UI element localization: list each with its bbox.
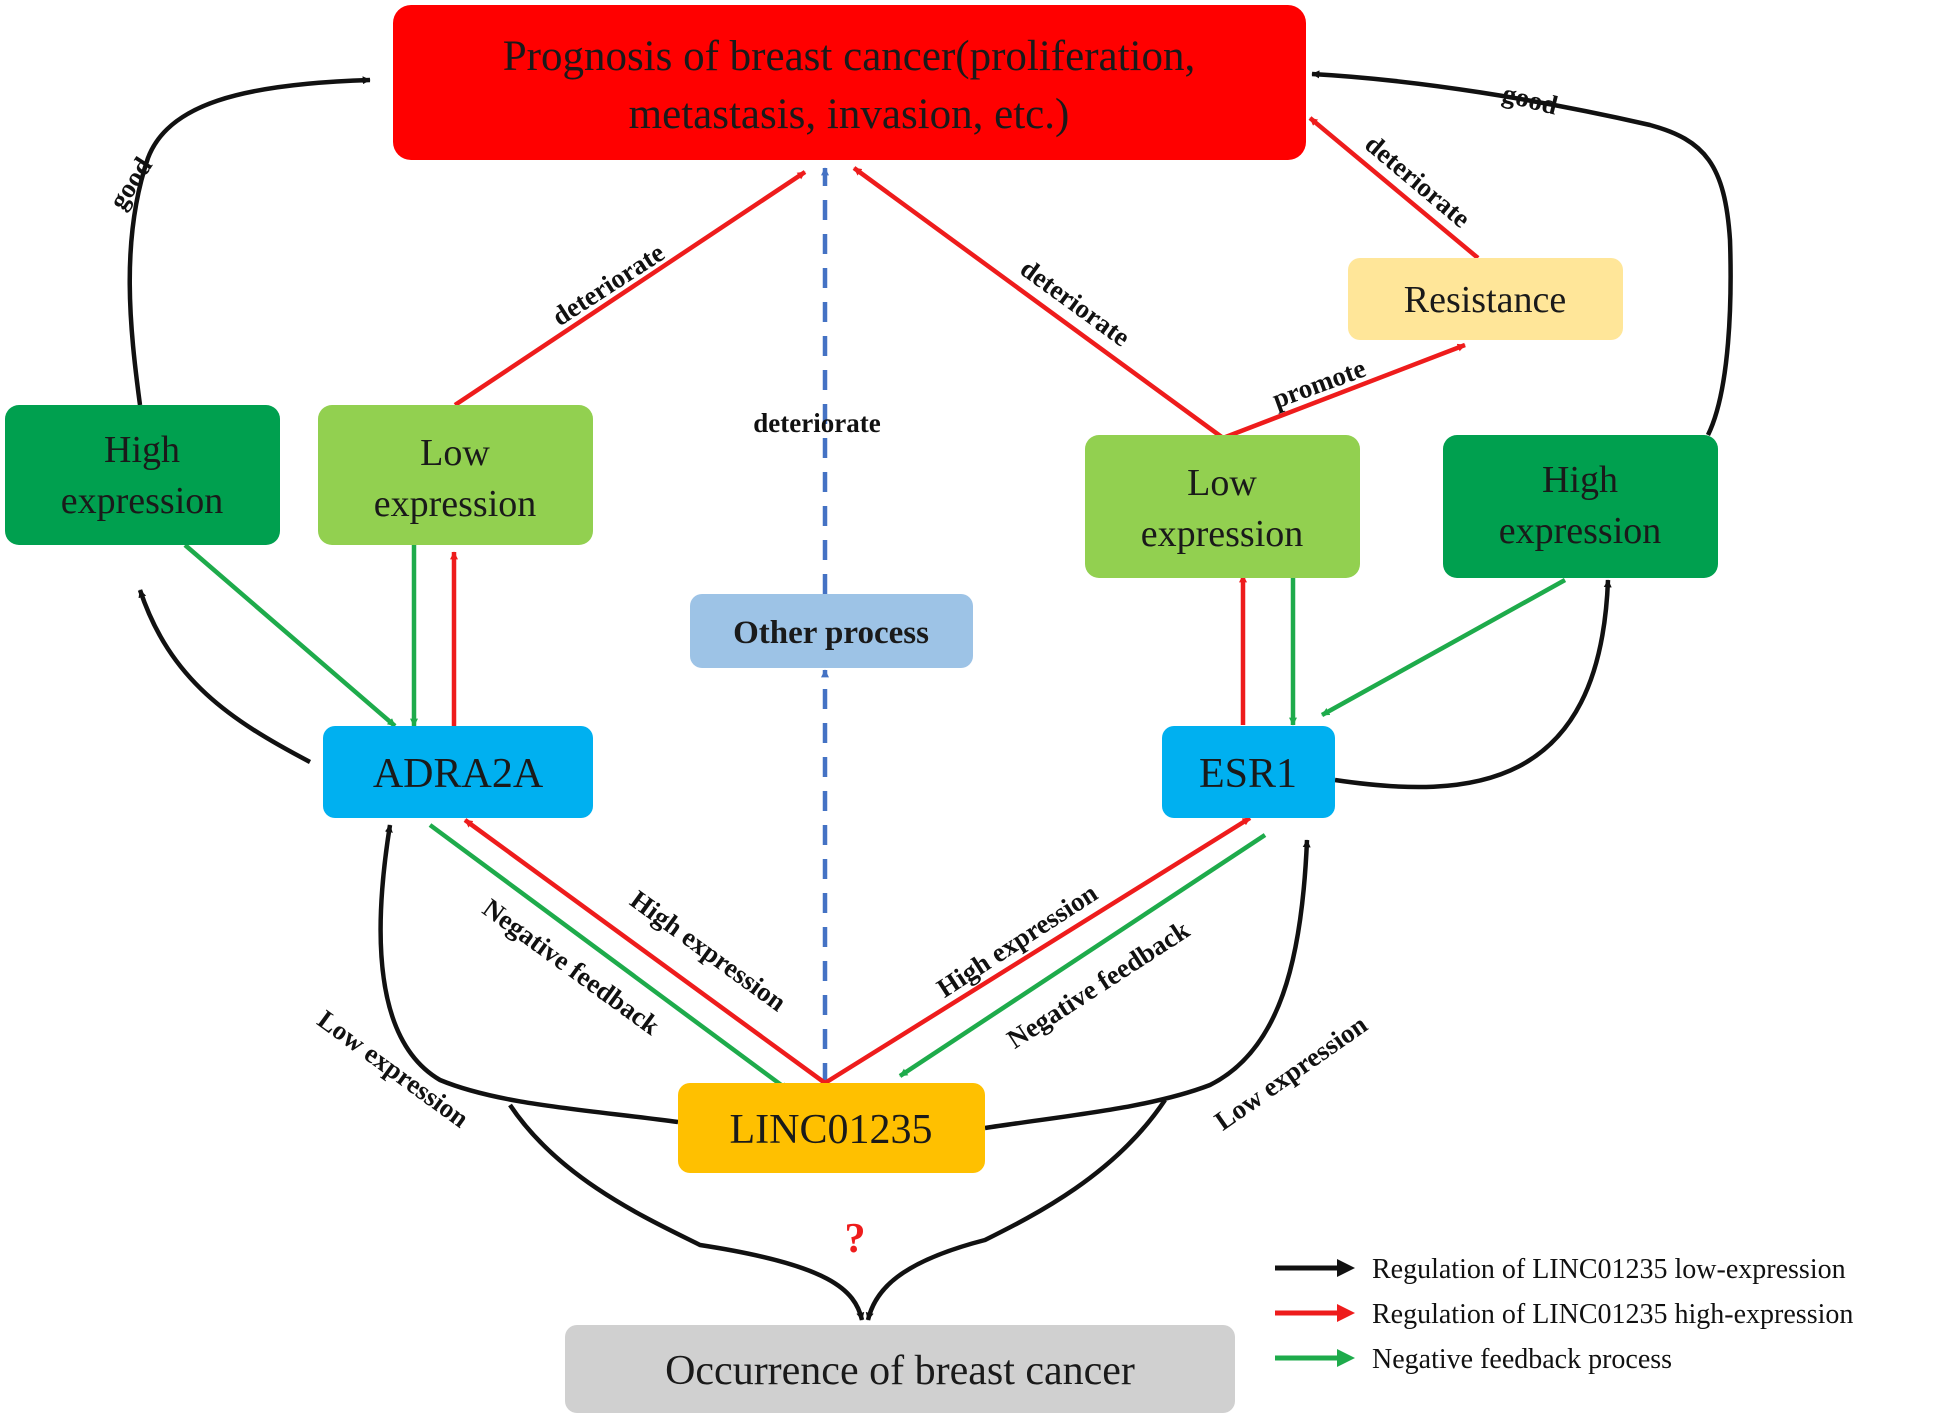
linc01235-node: LINC01235	[678, 1083, 985, 1173]
low-expression-left-line1: Low	[420, 432, 490, 474]
edge-good-right	[1311, 70, 1733, 436]
edge-left-to-occurrence	[508, 1103, 865, 1321]
low-expression-right-line1: Low	[1187, 462, 1257, 504]
question-mark: ?	[845, 1216, 866, 1262]
low-expression-left-node: Low expression	[318, 405, 593, 545]
resistance-label: Resistance	[1404, 279, 1567, 321]
resistance-node: Resistance	[1348, 258, 1623, 340]
adra2a-label: ADRA2A	[373, 751, 544, 797]
label-good-left: good	[103, 152, 158, 215]
prognosis-line2: metastasis, invasion, etc.)	[629, 91, 1070, 138]
edge-right-to-occurrence	[865, 1098, 1167, 1321]
legend-arrowhead	[1337, 1259, 1355, 1277]
edge-deteriorate-left	[453, 170, 807, 407]
label-deteriorate-right: deteriorate	[1015, 253, 1136, 352]
edge-promote	[1222, 342, 1466, 441]
edge-esr1-to-high-expression	[1334, 579, 1612, 790]
edge-linc-to-adra2a-low-expression	[378, 824, 679, 1125]
legend-label: Regulation of LINC01235 high-expression	[1372, 1299, 1853, 1330]
edge-deteriorate-right	[852, 166, 1225, 440]
label-deteriorate-resistance: deteriorate	[1359, 129, 1476, 234]
label-promote: promote	[1268, 353, 1369, 414]
high-expression-right-line2: expression	[1499, 510, 1662, 552]
edge-high-expression-to-adra2a	[183, 543, 397, 728]
occurrence-label: Occurrence of breast cancer	[665, 1348, 1135, 1394]
high-expression-right-node: High expression	[1443, 435, 1718, 578]
nodes: Prognosis of breast cancer(proliferation…	[5, 5, 1718, 1413]
edge-linc-to-esr1-high-expression	[823, 816, 1252, 1085]
legend: Regulation of LINC01235 low-expressionRe…	[1275, 1254, 1853, 1375]
high-expression-left-line1: High	[104, 429, 180, 471]
occurrence-node: Occurrence of breast cancer	[565, 1325, 1235, 1413]
edge-esr1-to-linc-negative-feedback	[898, 833, 1267, 1078]
linc01235-label: LINC01235	[730, 1107, 933, 1153]
label-low-expression-right: Low expression	[1209, 1009, 1373, 1136]
other-process-label: Other process	[733, 615, 929, 651]
label-deteriorate-left: deteriorate	[546, 237, 669, 332]
legend-arrowhead	[1337, 1304, 1355, 1322]
edge-adra2a-to-linc-negative-feedback	[428, 823, 790, 1092]
edge-high-expression-to-esr1	[1320, 578, 1567, 717]
low-expression-right-node: Low expression	[1085, 435, 1360, 578]
low-expression-right-line2: expression	[1141, 513, 1304, 555]
label-good-right: good	[1500, 78, 1561, 121]
edges	[127, 70, 1733, 1321]
edge-deteriorate-resistance	[1308, 116, 1480, 260]
legend-item: Regulation of LINC01235 high-expression	[1275, 1299, 1853, 1330]
adra2a-node: ADRA2A	[323, 726, 593, 818]
legend-arrowhead	[1337, 1349, 1355, 1367]
other-process-node: Other process	[690, 594, 973, 668]
edge-linc-to-esr1-low-expression	[984, 839, 1311, 1131]
edge-linc-to-adra2a-high-expression	[463, 818, 827, 1085]
legend-label: Negative feedback process	[1372, 1344, 1672, 1375]
prognosis-node: Prognosis of breast cancer(proliferation…	[393, 5, 1306, 160]
prognosis-line1: Prognosis of breast cancer(proliferation…	[503, 33, 1196, 80]
legend-item: Regulation of LINC01235 low-expression	[1275, 1254, 1846, 1285]
high-expression-left-line2: expression	[61, 480, 224, 522]
low-expression-left-line2: expression	[374, 483, 537, 525]
esr1-label: ESR1	[1199, 751, 1297, 797]
edge-good-left	[127, 76, 371, 406]
legend-item: Negative feedback process	[1275, 1344, 1672, 1375]
label-deteriorate-center: deteriorate	[753, 408, 880, 438]
esr1-node: ESR1	[1162, 726, 1335, 818]
edge-adra2a-to-high-expression	[137, 589, 312, 764]
high-expression-left-node: High expression	[5, 405, 280, 545]
high-expression-right-line1: High	[1542, 459, 1618, 501]
legend-label: Regulation of LINC01235 low-expression	[1372, 1254, 1846, 1285]
